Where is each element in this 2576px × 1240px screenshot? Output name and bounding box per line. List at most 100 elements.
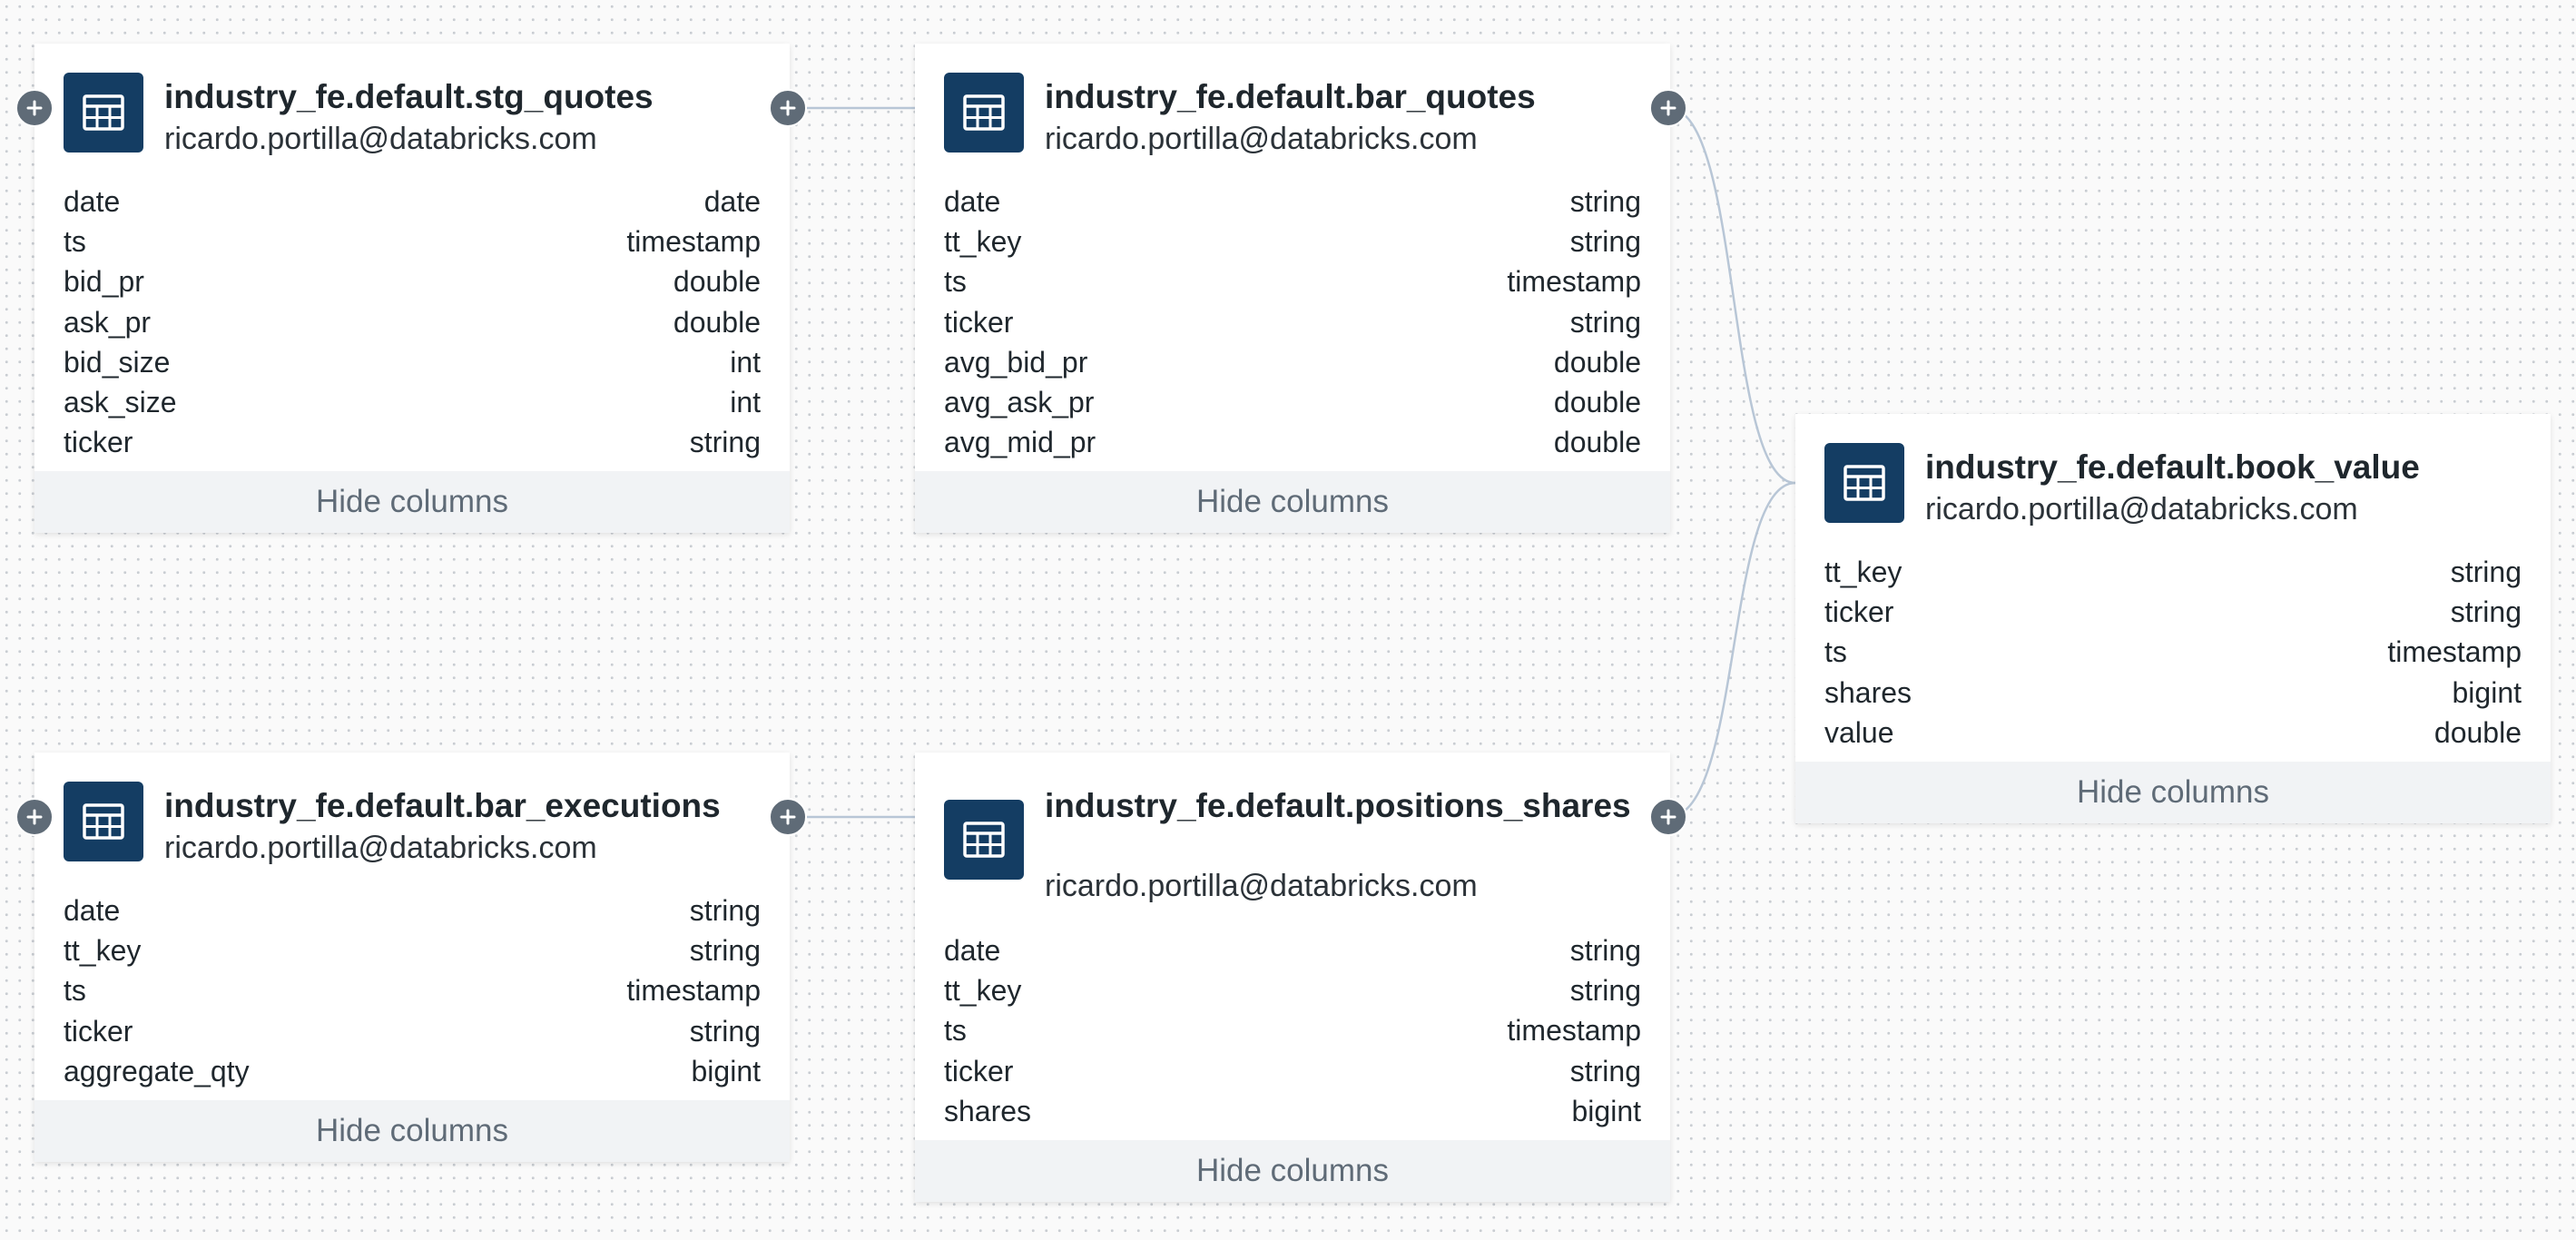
column-row: avg_ask_pr double (944, 382, 1641, 422)
column-type: string (1569, 974, 1641, 1008)
column-type: timestamp (626, 974, 761, 1008)
table-card-positions-shares[interactable]: industry_fe.default.positions_shares ric… (915, 753, 1670, 1202)
table-card-stg-quotes[interactable]: industry_fe.default.stg_quotes ricardo.p… (34, 44, 790, 534)
column-row: ts timestamp (64, 970, 761, 1010)
table-card-book-value[interactable]: industry_fe.default.book_value ricardo.p… (1795, 414, 2551, 823)
column-type: string (1569, 305, 1641, 339)
column-name: shares (1824, 675, 1912, 709)
card-header: industry_fe.default.book_value ricardo.p… (1795, 414, 2551, 552)
card-header: industry_fe.default.positions_shares ric… (915, 753, 1670, 930)
hide-columns-button[interactable]: Hide columns (34, 471, 790, 534)
table-owner: ricardo.portilla@databricks.com (164, 122, 597, 156)
column-type: double (673, 265, 761, 299)
expand-downstream-bar-quotes-button[interactable] (1649, 89, 1687, 127)
column-type: int (730, 385, 761, 418)
column-type: double (1553, 426, 1641, 459)
table-name: industry_fe.default.bar_quotes (1045, 78, 1536, 115)
column-name: ts (944, 265, 967, 299)
plus-icon (1660, 809, 1676, 825)
hide-columns-button[interactable]: Hide columns (915, 1139, 1670, 1202)
column-row: ts timestamp (944, 261, 1641, 301)
edge-positions-shares-to-book-value (1667, 481, 1796, 819)
plus-icon (780, 809, 796, 825)
column-name: avg_ask_pr (944, 385, 1095, 418)
column-row: ticker string (944, 1051, 1641, 1091)
column-name: avg_mid_pr (944, 426, 1096, 459)
column-row: bid_pr double (64, 261, 761, 301)
column-name: bid_pr (64, 265, 144, 299)
column-type: string (689, 934, 761, 968)
plus-icon (26, 100, 43, 116)
expand-upstream-stg-quotes-button[interactable] (15, 89, 54, 127)
plus-icon (26, 809, 43, 825)
table-name: industry_fe.default.bar_executions (164, 787, 721, 824)
plus-icon (1660, 100, 1676, 116)
hide-columns-button[interactable]: Hide columns (915, 471, 1670, 534)
column-row: tt_key string (64, 930, 761, 970)
column-name: shares (944, 1094, 1032, 1127)
column-name: tt_key (944, 225, 1022, 259)
column-name: ts (944, 1014, 967, 1048)
column-type: date (703, 185, 761, 218)
edge-bar-quotes-to-book-value (1667, 106, 1796, 485)
column-type: double (1553, 385, 1641, 418)
hide-columns-button[interactable]: Hide columns (1795, 761, 2551, 823)
column-name: ticker (944, 1054, 1014, 1087)
table-name: industry_fe.default.positions_shares (1045, 787, 1631, 824)
table-icon (64, 782, 143, 861)
column-name: date (64, 185, 121, 218)
table-owner: ricardo.portilla@databricks.com (1045, 122, 1478, 156)
column-name: tt_key (64, 934, 142, 968)
column-type: string (1569, 225, 1641, 259)
column-type: string (689, 1014, 761, 1048)
expand-upstream-bar-executions-button[interactable] (15, 798, 54, 836)
column-name: aggregate_qty (64, 1054, 250, 1087)
column-name: tt_key (1824, 556, 1903, 588)
card-header: industry_fe.default.stg_quotes ricardo.p… (34, 44, 790, 182)
expand-downstream-stg-quotes-button[interactable] (769, 89, 807, 127)
table-owner: ricardo.portilla@databricks.com (1925, 492, 2358, 527)
table-card-bar-quotes[interactable]: industry_fe.default.bar_quotes ricardo.p… (915, 44, 1670, 534)
column-type: string (2450, 556, 2522, 588)
table-card-bar-executions[interactable]: industry_fe.default.bar_executions ricar… (34, 753, 790, 1162)
column-name: value (1824, 715, 1894, 749)
hide-columns-button[interactable]: Hide columns (34, 1099, 790, 1162)
column-type: string (1569, 1054, 1641, 1087)
column-type: timestamp (1507, 265, 1641, 299)
plus-icon (780, 100, 796, 116)
column-type: string (1569, 185, 1641, 218)
column-type: double (1553, 345, 1641, 379)
column-name: ticker (64, 426, 133, 459)
column-name: avg_bid_pr (944, 345, 1088, 379)
column-row: date date (64, 182, 761, 221)
expand-downstream-positions-shares-button[interactable] (1649, 798, 1687, 836)
table-icon (64, 73, 143, 153)
column-row: tt_key string (944, 221, 1641, 261)
column-type: timestamp (626, 225, 761, 259)
column-type: string (689, 894, 761, 927)
card-header: industry_fe.default.bar_quotes ricardo.p… (915, 44, 1670, 182)
table-name: industry_fe.default.stg_quotes (164, 78, 654, 115)
expand-downstream-bar-executions-button[interactable] (769, 798, 807, 836)
column-name: ticker (64, 1014, 133, 1048)
column-name: ts (64, 974, 86, 1008)
column-name: ask_size (64, 385, 177, 418)
column-row: avg_mid_pr double (944, 422, 1641, 462)
